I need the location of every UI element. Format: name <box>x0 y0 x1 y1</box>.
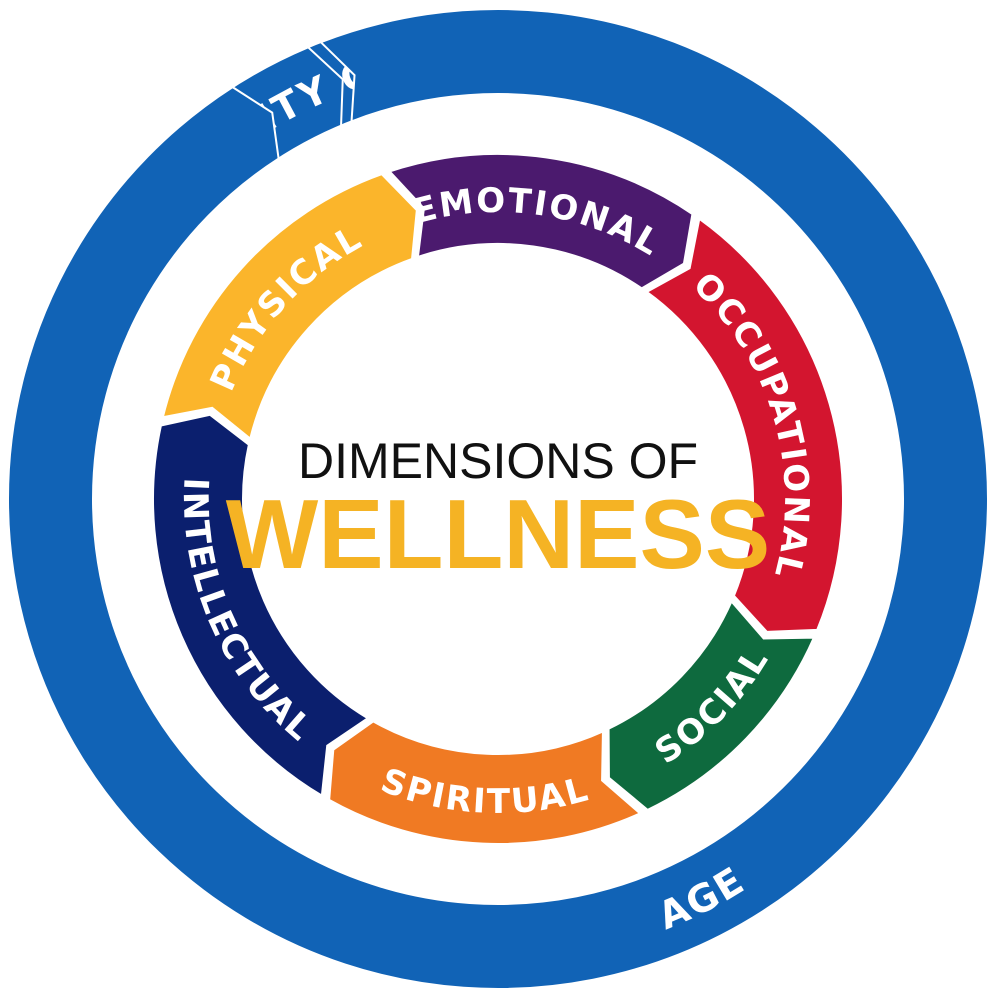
center-title: DIMENSIONS OF WELLNESS <box>226 433 770 589</box>
inner-segment-occupational <box>644 217 844 633</box>
title-line-1: DIMENSIONS OF <box>298 433 698 489</box>
inner-segment-spiritual <box>328 720 642 845</box>
inner-segment-social <box>607 599 816 812</box>
title-line-2: WELLNESS <box>226 479 770 589</box>
outer-segment-age <box>7 8 989 990</box>
inner-ring: EMOTIONALOCCUPATIONALSOCIALSPIRITUALINTE… <box>152 153 844 845</box>
inner-segment-intellectual <box>152 413 370 798</box>
inner-segment-physical <box>161 173 418 441</box>
inner-segment-emotional <box>387 153 694 290</box>
